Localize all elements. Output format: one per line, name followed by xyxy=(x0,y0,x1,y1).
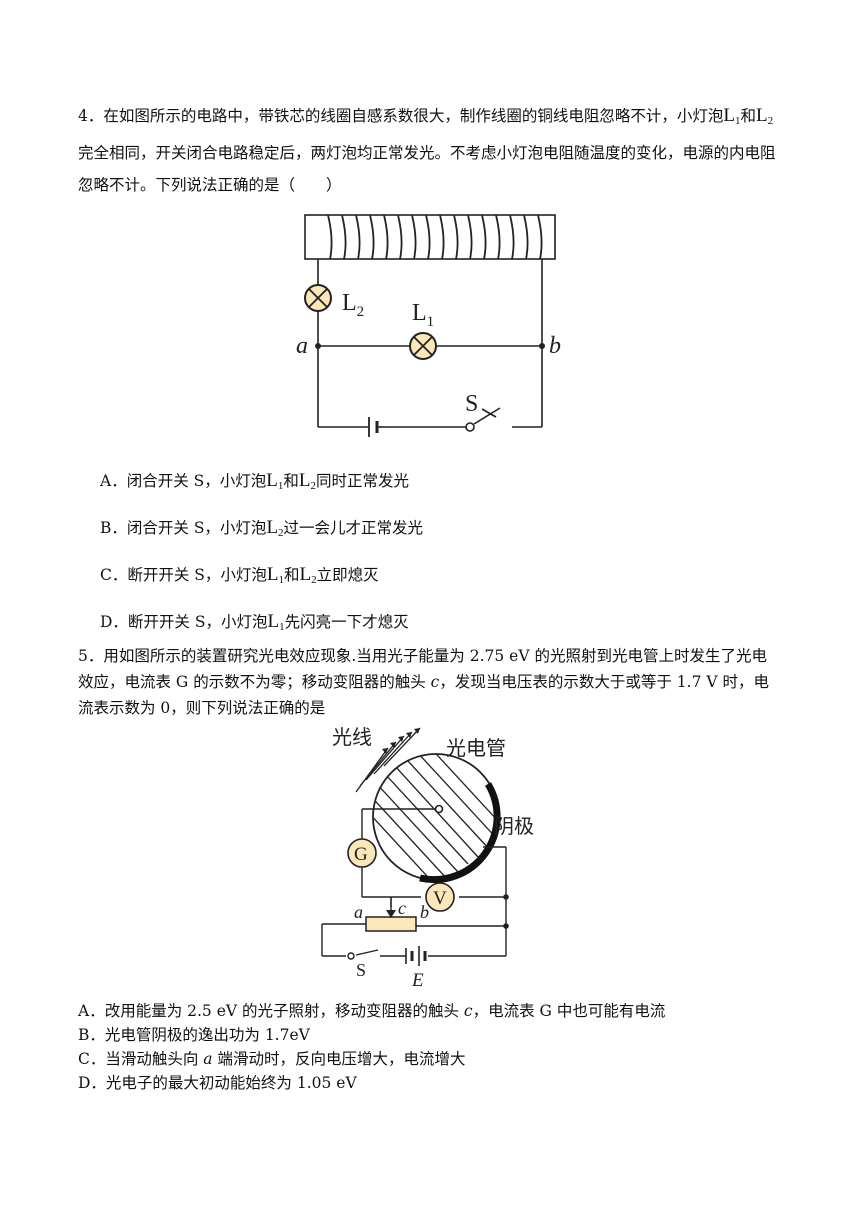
label-b: b xyxy=(420,902,429,922)
label-b: b xyxy=(549,333,561,359)
label-e: E xyxy=(411,970,424,991)
label-s: S xyxy=(465,391,478,417)
battery xyxy=(368,417,385,437)
q4-stem: 4．在如图所示的电路中，带铁芯的线圈自感系数很大，制作线圈的铜线电阻忽略不计，小… xyxy=(78,100,780,201)
node-b xyxy=(539,343,545,349)
q4-circuit-figure: L2 L1 a b S xyxy=(296,214,561,437)
label-a: a xyxy=(296,333,308,359)
q5-option-a: A．改用能量为 2.5 eV 的光子照射，移动变阻器的触头 c，电流表 G 中也… xyxy=(78,1002,666,1020)
lamp-l1 xyxy=(409,332,437,360)
label-l1: L1 xyxy=(412,300,434,330)
label-light: 光线 xyxy=(332,725,372,749)
voltmeter: V xyxy=(425,882,455,912)
q4-stem-part1: 在如图所示的电路中，带铁芯的线圈自感系数很大，制作线圈的铜线电阻忽略不计，小灯泡 xyxy=(103,107,724,125)
label-l2: L2 xyxy=(342,290,364,320)
label-cathode: 阴极 xyxy=(494,814,534,838)
rheostat xyxy=(365,916,417,932)
q5-option-c: C．当滑动触头向 a 端滑动时，反向电压增大，电流增大 xyxy=(78,1050,466,1068)
q4-stem-L1: L1 xyxy=(723,105,741,127)
label-s: S xyxy=(356,960,366,980)
svg-text:G: G xyxy=(354,844,368,865)
label-c: c xyxy=(398,898,406,918)
q5-photoelectric-figure: G V 光线 光电管 阴极 a c b S E xyxy=(321,725,534,991)
switch-s xyxy=(465,407,501,432)
q4-stem-L2: L2 xyxy=(756,105,774,127)
arrow-heads xyxy=(382,728,420,754)
svg-text:V: V xyxy=(433,888,447,909)
inductor-coil xyxy=(327,214,543,260)
lamp-l2 xyxy=(304,284,332,312)
light-rays xyxy=(373,754,499,880)
galvanometer: G xyxy=(347,838,377,868)
q4-option-d: D．断开开关 S，小灯泡L1先闪亮一下才熄灭 xyxy=(100,611,409,633)
label-tube: 光电管 xyxy=(446,736,506,760)
light-arrows xyxy=(355,727,421,793)
label-a: a xyxy=(354,902,363,922)
q5-number: 5． xyxy=(78,647,104,665)
q4-option-c: C．断开开关 S，小灯泡L1和L2立即熄灭 xyxy=(100,564,379,586)
q4-number: 4． xyxy=(78,107,104,125)
node-a xyxy=(315,343,321,349)
q5-option-d: D．光电子的最大初动能始终为 1.05 eV xyxy=(78,1074,357,1092)
q5-option-b: B．光电管阴极的逸出功为 1.7eV xyxy=(78,1026,310,1044)
cathode xyxy=(419,782,501,884)
q4-option-b: B．闭合开关 S，小灯泡L2过一会儿才正常发光 xyxy=(100,517,424,539)
q4-stem-part2: 完全相同，开关闭合电路稳定后，两灯泡均正常发光。不考虑小灯泡电阻随温度的变化，电… xyxy=(78,144,776,194)
q4-stem-and: 和 xyxy=(740,107,757,125)
q5-stem: 5．用如图所示的装置研究光电效应现象.当用光子能量为 2.75 eV 的光照射到… xyxy=(78,647,769,717)
q4-option-a: A．闭合开关 S，小灯泡L1和L2同时正常发光 xyxy=(100,470,409,492)
